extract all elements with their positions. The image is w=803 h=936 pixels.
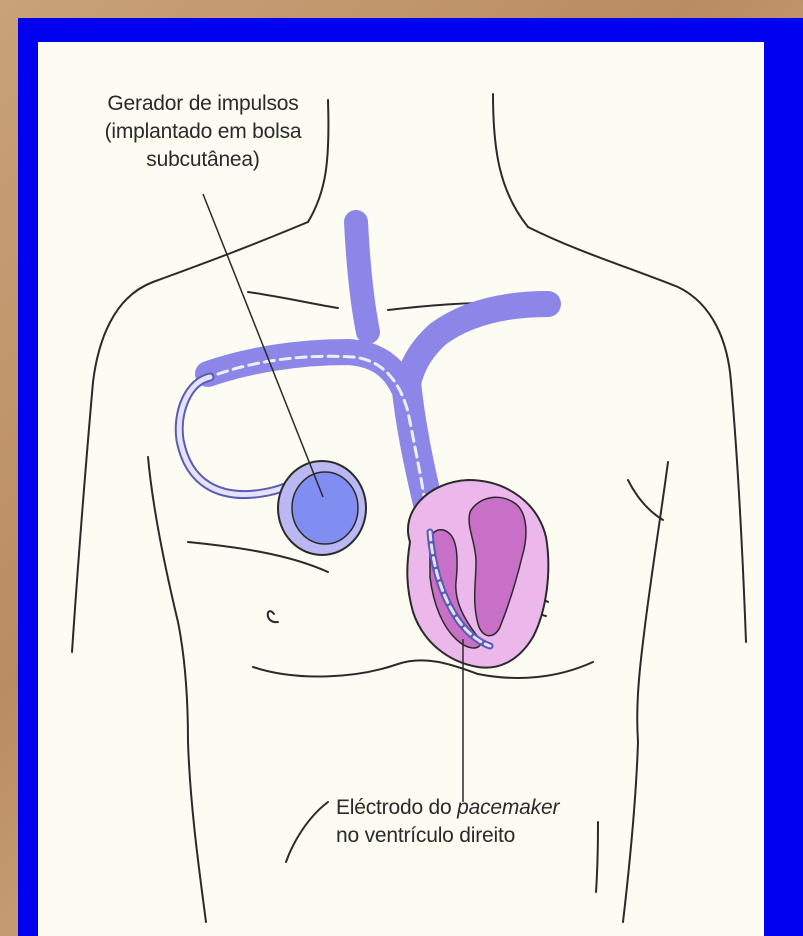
subclavian-vein-right — [406, 304, 548, 397]
diagram-panel: Gerador de impulsos (implantado em bolsa… — [38, 42, 764, 936]
superior-vena-cava — [406, 382, 430, 512]
generator-label-line-2: (implantado em bolsa — [78, 118, 328, 146]
abdomen-line — [286, 802, 328, 862]
neck-right — [493, 94, 528, 227]
left-torso — [188, 742, 206, 922]
left-armpit — [148, 457, 188, 742]
left-arm-side — [72, 382, 93, 652]
chest-lower — [253, 660, 593, 678]
left-nipple — [268, 611, 278, 622]
left-clavicle — [248, 292, 338, 308]
electrode-label-italic: pacemaker — [457, 796, 559, 819]
jugular-vein — [356, 222, 368, 332]
electrode-label-plain: Eléctrodo do — [336, 796, 457, 819]
generator-label: Gerador de impulsos (implantado em bolsa… — [78, 90, 328, 174]
right-arm-side — [731, 382, 746, 642]
right-torso — [623, 742, 638, 922]
electrode-label-line-1: Eléctrodo do pacemaker — [336, 794, 576, 822]
right-armpit — [637, 462, 668, 742]
generator-label-line-1: Gerador de impulsos — [78, 90, 328, 118]
right-chest-crease — [628, 480, 663, 520]
electrode-label-line-2: no ventrículo direito — [336, 822, 576, 850]
generator-label-line-3: subcutânea) — [78, 146, 328, 174]
pulse-generator — [278, 461, 366, 555]
electrode-label: Eléctrodo do pacemaker no ventrículo dir… — [336, 794, 576, 850]
abdomen-line-2 — [596, 822, 598, 892]
heart — [407, 480, 548, 668]
